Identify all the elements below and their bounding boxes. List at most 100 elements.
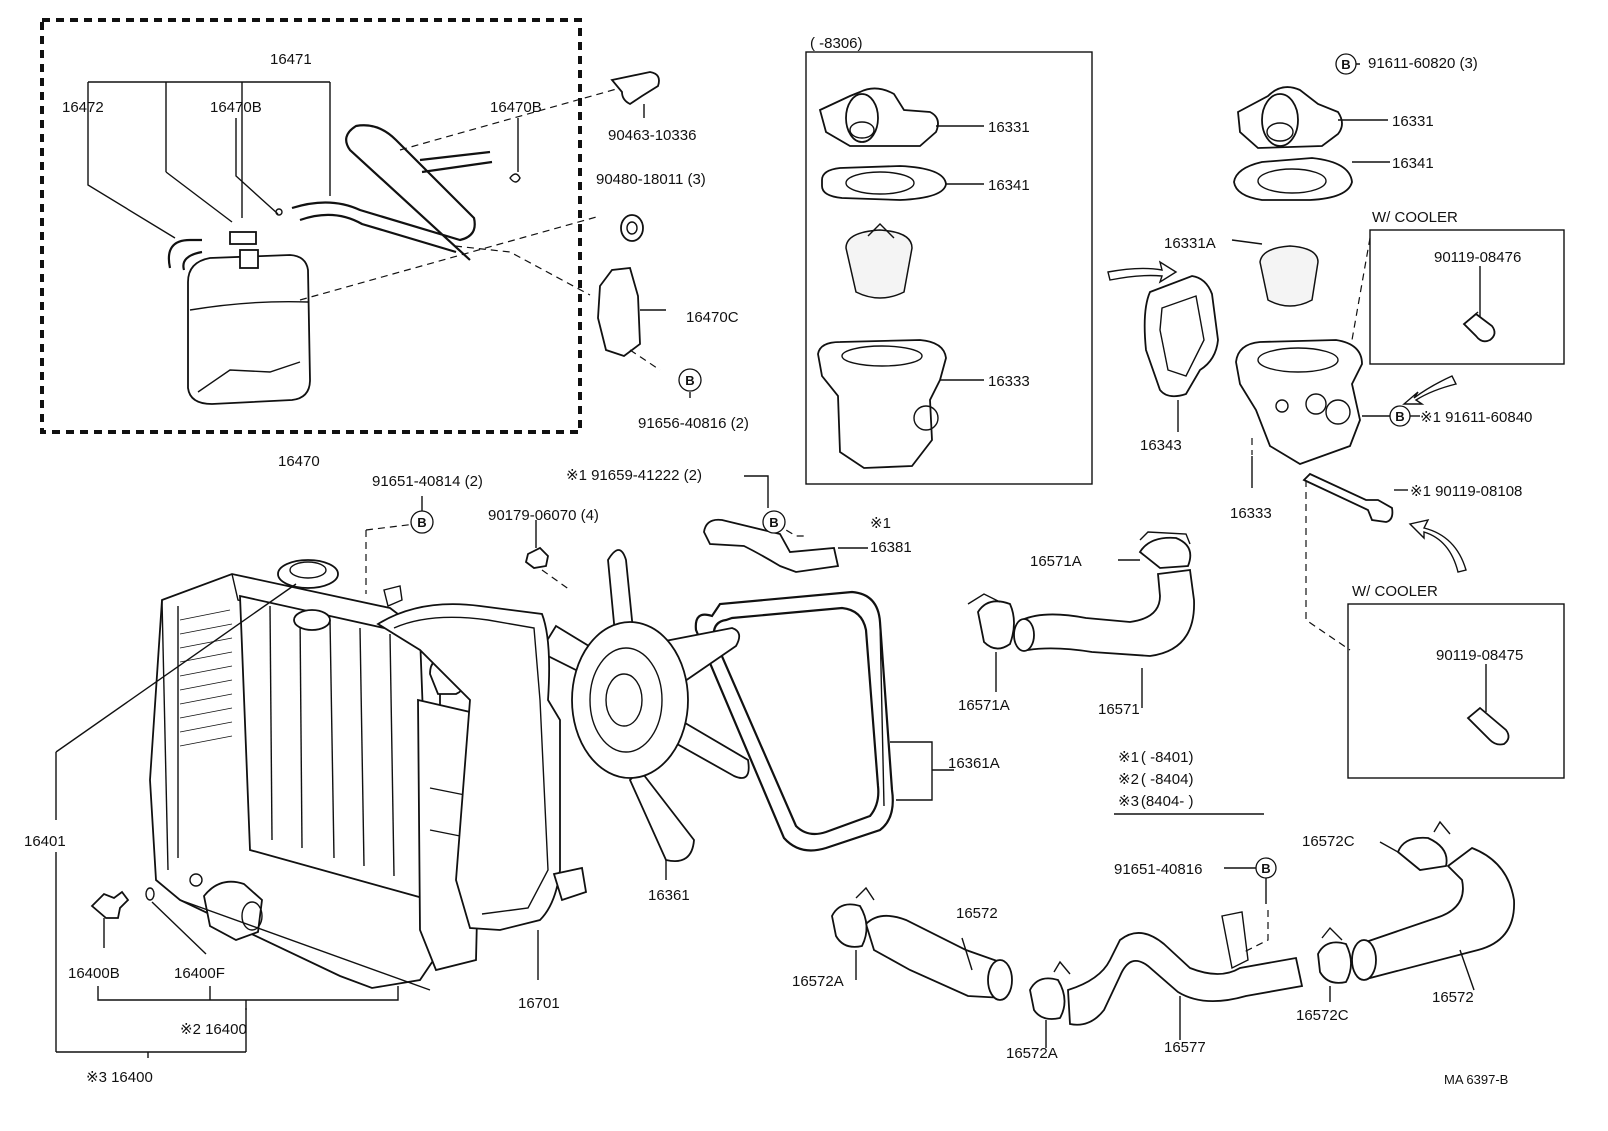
clip-90463 [610,71,660,106]
early-thermostat-box [805,51,1093,485]
note-3: ※3(8404- ) [1118,793,1193,810]
hose-16571 [1020,568,1195,657]
label-91659-41222: ※1 91659-41222 (2) [566,467,702,484]
svg-text:B: B [1261,861,1270,876]
clamp-16572C-bottom [1317,941,1352,984]
gasket-16341-late [1233,157,1353,201]
label-16571A-lower: 16571A [958,697,1010,714]
note-2: ※2( -8404) [1118,771,1193,788]
label-16471: 16471 [270,51,312,68]
label-91651-40816: 91651-40816 [1114,861,1202,878]
direction-arrow [1107,260,1178,284]
label-16470B-left: 16470B [210,99,262,116]
label-90463-10336: 90463-10336 [608,127,696,144]
hose-16572-right [1358,846,1515,980]
clamp-16572C-top [1396,836,1448,871]
fan-16361 [538,549,750,862]
label-16400-note3: ※3 16400 [86,1069,153,1086]
cooler-box-bottom [1347,603,1565,779]
belt-16361A [694,590,894,852]
label-16571: 16571 [1098,701,1140,718]
label-16472: 16472 [62,99,104,116]
radiator-lower-outlet [203,880,263,941]
bushing-90480 [620,214,644,242]
bolt-90119-08476 [1462,312,1496,343]
label-16400F: 16400F [174,965,225,982]
label-91611-60820: 91611-60820 (3) [1368,55,1478,72]
label-90119-08476: 90119-08476 [1434,249,1521,266]
bracket-16381 [703,518,840,573]
bracket-16470C [597,267,641,358]
svg-text:B: B [685,373,694,388]
svg-text:B: B [1341,57,1350,72]
housing-16333-late [1235,339,1363,465]
clamp-16571A-upper [1138,536,1192,569]
radiator-cap-16401 [277,559,339,589]
label-16571A-upper: 16571A [1030,553,1082,570]
label-16400-note2: ※2 16400 [180,1021,247,1038]
b-symbol-91656: B [678,368,702,392]
label-90480-18011: 90480-18011 (3) [596,171,706,188]
part-labels: 16471 16472 16470B 16470B 90463-10336 90… [24,35,1532,1087]
cooler-box-top [1369,229,1565,365]
label-early-range: ( -8306) [810,35,863,52]
clamp-16572A-right [1029,977,1066,1020]
nut-90179 [524,546,549,569]
thermostat-early [845,229,913,299]
svg-text:B: B [1395,409,1404,424]
label-16470C: 16470C [686,309,739,326]
radiator-16401 [149,573,483,991]
svg-text:B: B [417,515,426,530]
label-16572-right: 16572 [1432,989,1474,1006]
b-symbol-91651-40816: B [1255,857,1277,879]
label-16361: 16361 [648,887,690,904]
label-16572-left: 16572 [956,905,998,922]
label-16470B-right: 16470B [490,99,542,116]
label-90119-08475: 90119-08475 [1436,647,1523,664]
thermostat-16331A [1259,245,1319,307]
outlet-16331-early [818,87,939,147]
hose-16572-left [864,914,1010,999]
label-16401: 16401 [24,833,66,850]
housing-16333-early [817,339,947,469]
drain-cock-16400B [90,890,130,919]
label-16333-early: 16333 [988,373,1030,390]
label-16331-late: 16331 [1392,113,1434,130]
reserve-tank-cap [239,249,259,269]
shroud-16701 [376,603,561,931]
label-16343: 16343 [1140,437,1182,454]
label-16572A-right: 16572A [1006,1045,1058,1062]
label-16572C-top: 16572C [1302,833,1355,850]
gasket-16341-early [821,165,947,201]
note-1: ※1( -8401) [1118,749,1193,766]
label-16341-early: 16341 [988,177,1030,194]
gasket-16343 [1143,275,1219,398]
bolt-90119-08108 [1302,472,1394,523]
b-symbol-91611-60840: B [1389,405,1411,427]
svg-text:B: B [769,515,778,530]
diagram-code: MA 6397-B [1444,1072,1508,1087]
b-symbol-91651-40814: B [410,510,434,534]
reserve-tank-dashed-frame [40,18,582,434]
label-16341-late: 16341 [1392,155,1434,172]
label-16577: 16577 [1164,1039,1206,1056]
label-16333-late: 16333 [1230,505,1272,522]
o-ring-16400F [145,887,155,901]
label-91651-40814: 91651-40814 (2) [372,473,483,490]
clamp-16571A-lower [977,600,1015,650]
label-90179-06070: 90179-06070 (4) [488,507,599,524]
label-16381: 16381 [870,539,912,556]
label-cooler-top: W/ COOLER [1372,209,1458,226]
b-symbol-91611-60820: B [1335,53,1357,75]
b-symbol-91659: B [762,510,786,534]
label-16361A: 16361A [948,755,1000,772]
label-16400B: 16400B [68,965,120,982]
reserve-tank [187,254,311,405]
label-16470: 16470 [278,453,320,470]
reserve-tank-group [40,18,621,434]
label-16572A-left: 16572A [792,973,844,990]
label-90119-08108: ※1 90119-08108 [1410,483,1522,500]
label-16572C-bottom: 16572C [1296,1007,1349,1024]
